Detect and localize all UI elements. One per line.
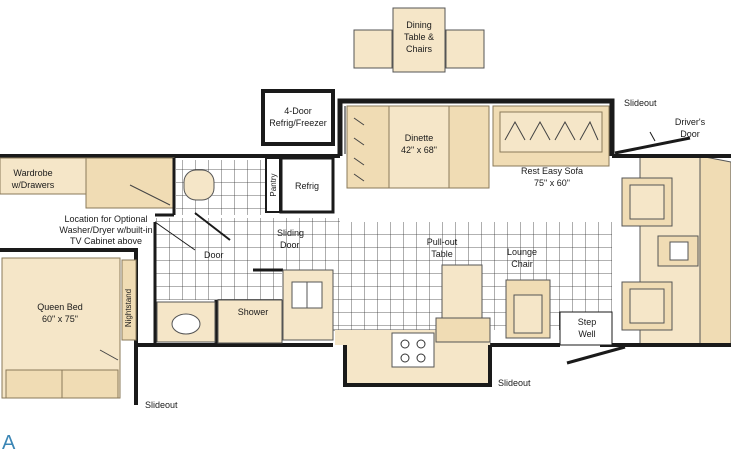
cab: [621, 155, 731, 346]
top-slideout: [337, 98, 615, 156]
slideout-left-label: Slideout: [145, 400, 178, 410]
wardrobe-label-2: w/Drawers: [11, 180, 55, 190]
outer-walls: [0, 154, 731, 347]
wardrobe-label-1: Wardrobe: [13, 168, 52, 178]
sofa-label-1: Rest Easy Sofa: [521, 166, 583, 176]
drivers-door: Driver's Door: [614, 117, 706, 155]
galley-sink: [282, 269, 334, 341]
sliding-door-label-1: Sliding: [277, 228, 304, 238]
dinette-label-2: 42" x 68": [401, 145, 437, 155]
bath-sink: [156, 301, 216, 343]
door-label: Door: [204, 250, 224, 260]
slideout-bottom-label: Slideout: [498, 378, 531, 388]
step-well: Step Well: [559, 311, 626, 365]
pantry-label: Pantry: [269, 173, 278, 196]
refrig-freezer: 4-Door Refrig/Freezer: [261, 89, 335, 146]
plan-letter: A: [2, 432, 16, 454]
bedroom-slideout: Queen Bed 60" x 75" Nightstand: [0, 248, 138, 405]
dining-label-1: Dining: [406, 20, 432, 30]
dinette: Dinette 42" x 68": [346, 105, 490, 189]
refrig-freezer-label-1: 4-Door: [284, 106, 312, 116]
tile-floor: [155, 160, 612, 338]
drivers-door-label-1: Driver's: [675, 117, 706, 127]
nightstand-label: Nightstand: [124, 289, 133, 327]
pullout-table-label-2: Table: [431, 249, 453, 259]
refrig-freezer-label-2: Refrig/Freezer: [269, 118, 327, 128]
pullout-table-label-1: Pull-out: [427, 237, 458, 247]
washer-label-2: Washer/Dryer w/built-in: [59, 225, 152, 235]
dining-table-chairs: Dining Table & Chairs: [353, 7, 485, 73]
drivers-door-label-2: Door: [680, 129, 700, 139]
shower: Shower: [217, 299, 283, 344]
shower-label: Shower: [238, 307, 269, 317]
wardrobe: Wardrobe w/Drawers: [0, 157, 175, 209]
toilet: [183, 169, 215, 201]
dinette-label-1: Dinette: [405, 133, 434, 143]
step-well-label-1: Step: [578, 317, 597, 327]
sliding-door-label-2: Door: [280, 240, 300, 250]
pantry-refrig: Pantry Refrig: [265, 156, 335, 214]
queen-bed-label-1: Queen Bed: [37, 302, 83, 312]
dining-label-2: Table &: [404, 32, 434, 42]
washer-label-1: Location for Optional: [64, 214, 147, 224]
sofa: Rest Easy Sofa 75" x 60": [492, 105, 610, 188]
refrig-label: Refrig: [295, 181, 319, 191]
lounge-chair-label-2: Chair: [511, 259, 533, 269]
step-well-label-2: Well: [578, 329, 595, 339]
interior-walls: [153, 158, 283, 345]
slideout-top-label: Slideout: [624, 98, 657, 108]
queen-bed-label-2: 60" x 75": [42, 314, 78, 324]
dining-label-3: Chairs: [406, 44, 433, 54]
pullout-table: Pull-out Table: [427, 237, 491, 343]
washer-label-3: TV Cabinet above: [70, 236, 142, 246]
lounge-chair: Lounge Chair: [505, 247, 551, 339]
sofa-label-2: 75" x 60": [534, 178, 570, 188]
lounge-chair-label-1: Lounge: [507, 247, 537, 257]
